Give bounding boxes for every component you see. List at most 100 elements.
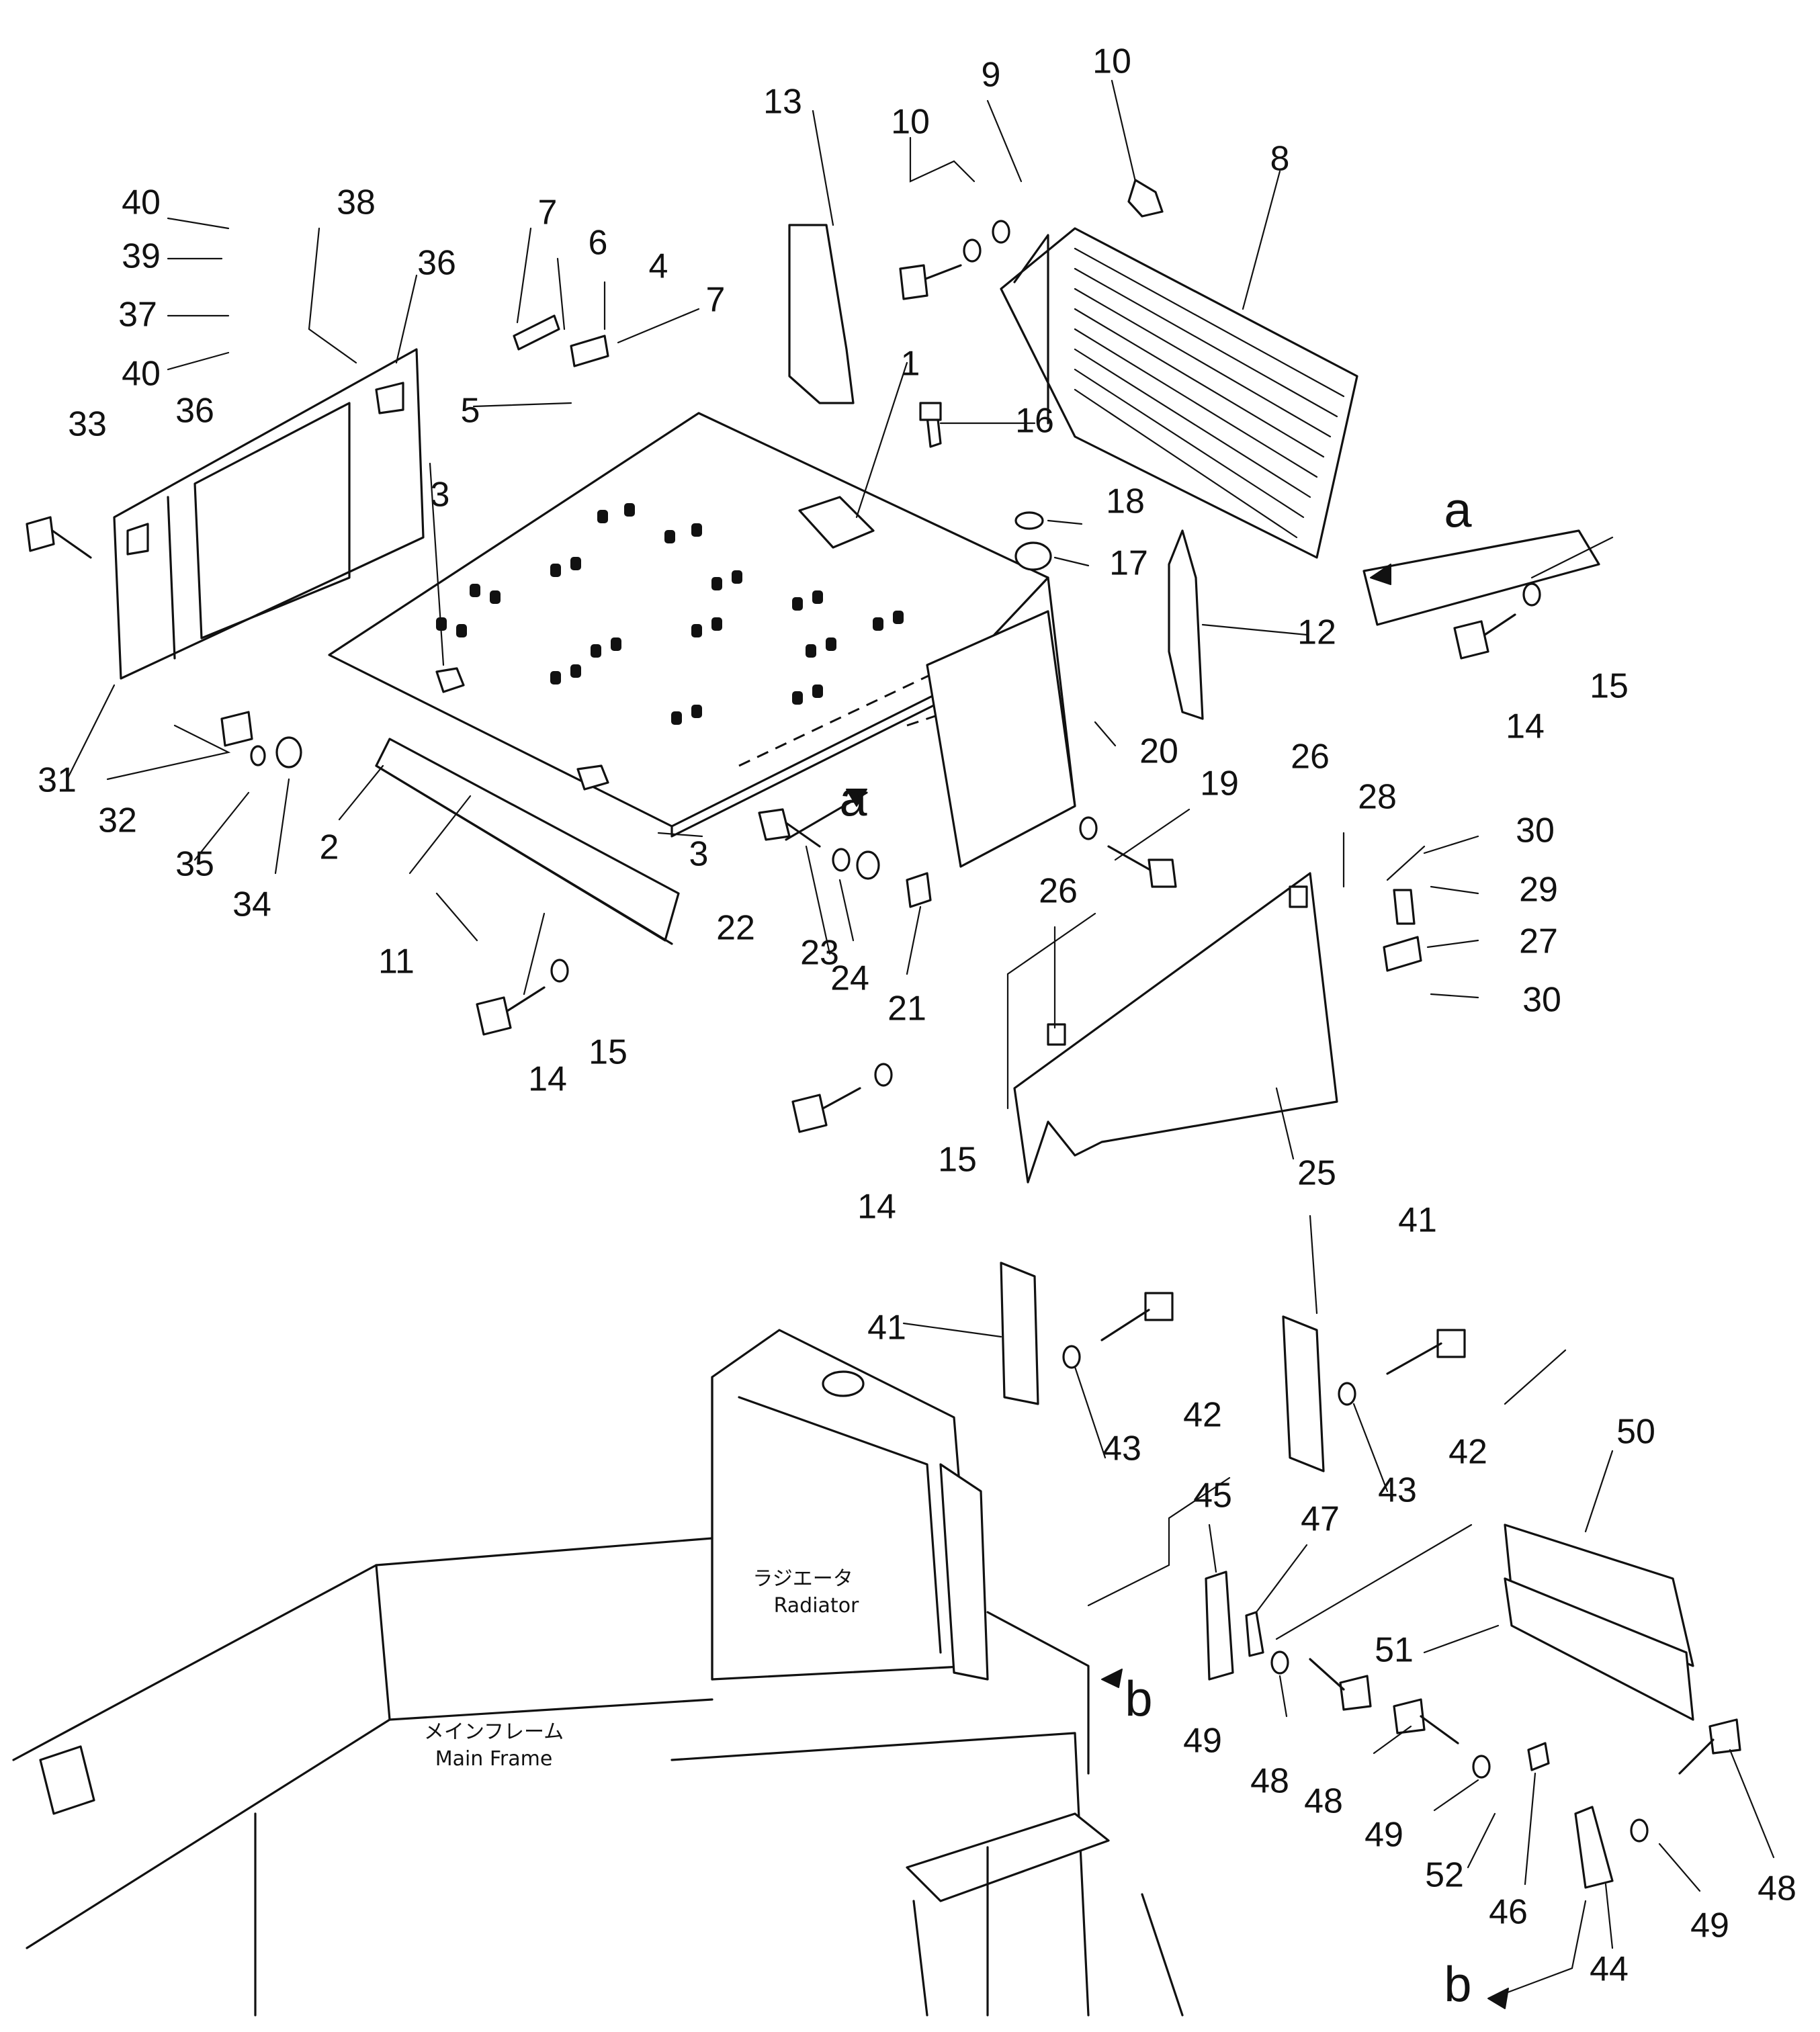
callout-6: 6 — [589, 224, 608, 263]
callout-7b: 7 — [706, 281, 726, 320]
leader-lines — [66, 79, 1775, 2000]
view-marker-b-upper: b — [1125, 1671, 1152, 1727]
callout-48a: 48 — [1250, 1762, 1289, 1801]
bracket-41-left — [1000, 1262, 1039, 1405]
callout-43b: 43 — [1378, 1471, 1417, 1510]
callout-25: 25 — [1297, 1154, 1336, 1193]
callout-38: 38 — [337, 183, 376, 222]
radiator-label-jp: ラジエータ — [752, 1567, 853, 1591]
bolt-33 — [26, 516, 92, 559]
callout-34: 34 — [232, 885, 271, 924]
callout-52: 52 — [1425, 1856, 1464, 1895]
callout-33: 33 — [68, 405, 107, 444]
callout-44: 44 — [1590, 1950, 1629, 1989]
callout-5: 5 — [461, 392, 480, 431]
plate-45 — [1205, 1571, 1234, 1681]
radiator-label-en: Radiator — [774, 1594, 859, 1618]
bolt-22 — [758, 808, 821, 848]
bracket-12 — [1168, 529, 1204, 720]
callout-41b: 41 — [1398, 1201, 1437, 1240]
callout-labels: 1 2 3 3 4 5 6 7 7 8 9 10 10 11 12 13 14 … — [38, 42, 1796, 1989]
callout-30b: 30 — [1522, 981, 1561, 1020]
view-marker-a-lower: a — [839, 771, 867, 827]
callout-14b: 14 — [528, 1060, 567, 1099]
callout-19: 19 — [1200, 764, 1239, 803]
view-marker-b-lower: b — [1444, 1957, 1471, 2013]
frame-label-en: Main Frame — [435, 1747, 553, 1771]
callout-8: 8 — [1270, 140, 1290, 179]
small-parts — [220, 314, 1550, 1771]
callout-10a: 10 — [891, 103, 930, 142]
view-arrows — [785, 529, 1600, 2009]
bracket-13 — [788, 224, 855, 404]
front-strip — [375, 738, 680, 945]
washers — [250, 220, 1649, 1843]
callout-29: 29 — [1519, 871, 1558, 910]
callout-49b: 49 — [1364, 1816, 1403, 1855]
grille-8 — [1000, 179, 1358, 559]
callout-18: 18 — [1106, 482, 1145, 521]
door-frame-36 — [113, 348, 425, 680]
bolt-14c — [791, 1087, 861, 1133]
bolt-14b — [476, 986, 546, 1036]
captions: ラジエータ Radiator メインフレーム Main Frame — [424, 1567, 859, 1771]
side-panel-21 — [906, 610, 1076, 908]
callout-23: 23 — [800, 934, 839, 973]
callout-14a: 14 — [1506, 707, 1545, 746]
callout-37: 37 — [118, 296, 157, 335]
view-marker-a-upper: a — [1444, 482, 1472, 538]
callout-12: 12 — [1297, 613, 1336, 652]
callout-22: 22 — [716, 909, 755, 948]
callout-50: 50 — [1616, 1413, 1655, 1452]
callout-9: 9 — [982, 56, 1001, 95]
callout-46: 46 — [1489, 1893, 1528, 1932]
callout-17: 17 — [1109, 544, 1148, 583]
bolt-14a — [1453, 613, 1516, 660]
plate-47 — [1245, 1611, 1264, 1657]
main-frame — [12, 1537, 1184, 2017]
callout-31: 31 — [38, 761, 77, 800]
bolt-19 — [1107, 845, 1177, 888]
bolt-10 — [899, 264, 962, 300]
bolt-42a — [1100, 1292, 1174, 1341]
bracket-44 — [1574, 1806, 1614, 1889]
callout-41a: 41 — [867, 1309, 906, 1348]
callout-40a: 40 — [122, 183, 161, 222]
callout-45: 45 — [1193, 1476, 1232, 1515]
callout-24: 24 — [830, 959, 869, 998]
callout-40b: 40 — [122, 355, 161, 394]
callout-28: 28 — [1358, 778, 1397, 817]
callout-43a: 43 — [1102, 1429, 1141, 1468]
callout-51: 51 — [1375, 1631, 1414, 1670]
callout-49a: 49 — [1183, 1722, 1222, 1761]
callout-13: 13 — [763, 83, 802, 122]
callout-27: 27 — [1519, 922, 1558, 961]
callout-30a: 30 — [1516, 811, 1555, 850]
bracket-41-right — [1282, 1315, 1325, 1472]
callout-49c: 49 — [1690, 1906, 1729, 1945]
callout-1: 1 — [901, 345, 920, 384]
callout-48c: 48 — [1758, 1869, 1796, 1908]
callout-42b: 42 — [1448, 1433, 1487, 1472]
callout-7a: 7 — [538, 193, 558, 232]
callout-15b: 15 — [589, 1033, 627, 1072]
callout-47: 47 — [1301, 1500, 1340, 1539]
callout-21: 21 — [887, 989, 926, 1028]
bolt-48 — [1309, 1658, 1741, 1775]
callout-16: 16 — [1015, 402, 1054, 441]
view-markers: a a b b — [839, 482, 1472, 2013]
callout-3b: 3 — [689, 835, 709, 874]
callout-2: 2 — [320, 828, 339, 867]
cover-50 — [1504, 1523, 1694, 1721]
callout-10b: 10 — [1092, 42, 1131, 81]
radiator — [711, 1329, 989, 1681]
callout-35: 35 — [175, 845, 214, 884]
callout-26b: 26 — [1039, 872, 1078, 911]
callout-48b: 48 — [1304, 1782, 1343, 1821]
callout-11: 11 — [378, 942, 415, 981]
callout-26a: 26 — [1291, 738, 1330, 777]
callout-15c: 15 — [938, 1141, 977, 1180]
callout-4: 4 — [649, 247, 668, 286]
callout-20: 20 — [1139, 732, 1178, 771]
